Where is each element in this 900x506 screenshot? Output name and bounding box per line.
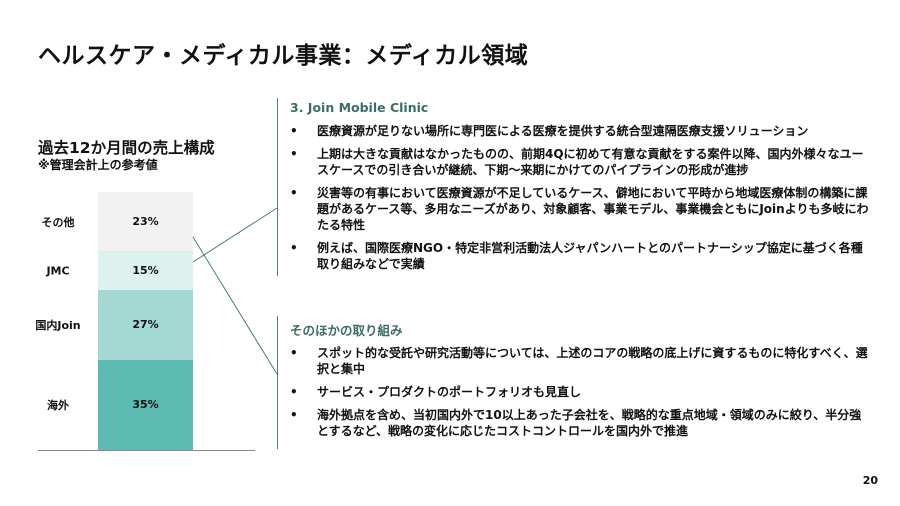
list-item: サービス・プロダクトのポートフォリオも見直し — [290, 384, 870, 400]
list-item: 例えば、国際医療NGO・特定非営利活動法人ジャパンハートとのパートナーシップ協定… — [290, 240, 870, 272]
chart-baseline — [38, 450, 255, 451]
data-label: 35% — [132, 398, 159, 412]
page-title: ヘルスケア・メディカル事業：メディカル領域 — [38, 43, 529, 69]
section1-list: 医療資源が足りない場所に専門医による医療を提供する統合型遠隔医療支援ソリューショ… — [290, 123, 870, 279]
data-label: 15% — [132, 264, 159, 278]
category-label: 海外 — [47, 398, 69, 412]
section1-border — [277, 98, 278, 276]
section2-border — [277, 316, 278, 449]
list-item: 上期は大きな貢献はなかったものの、前期4Qに初めて有意な貢献をする案件以降、国内… — [290, 146, 870, 178]
data-label: 23% — [132, 215, 159, 229]
list-item: 海外拠点を含め、当初国内外で10以上あった子会社を、戦略的な重点地域・領域のみに… — [290, 407, 870, 439]
section2-heading: そのほかの取り組み — [290, 323, 403, 338]
bar-segment: 27% — [98, 290, 193, 360]
category-label: その他 — [41, 215, 75, 229]
list-item: 医療資源が足りない場所に専門医による医療を提供する統合型遠隔医療支援ソリューショ… — [290, 123, 870, 139]
bar-segment: 15% — [98, 251, 193, 291]
bar-segment: 35% — [98, 359, 193, 450]
section1-heading: 3. Join Mobile Clinic — [290, 100, 429, 115]
category-label: JMC — [46, 264, 70, 278]
page-number: 20 — [862, 474, 878, 487]
connector-jmc — [192, 207, 278, 263]
category-label: 国内Join — [35, 318, 81, 332]
bar-segment: 23% — [98, 192, 193, 252]
connector-other — [192, 236, 278, 375]
data-label: 27% — [132, 318, 159, 332]
chart-subtitle: ※管理会計上の参考値 — [38, 158, 158, 172]
list-item: スポット的な受託や研究活動等については、上述のコアの戦略の底上げに資するものに特… — [290, 345, 870, 377]
list-item: 災害等の有事において医療資源が不足しているケース、僻地において平時から地域医療体… — [290, 185, 870, 233]
chart-title: 過去12か月間の売上構成 — [38, 139, 215, 157]
section2-list: スポット的な受託や研究活動等については、上述のコアの戦略の底上げに資するものに特… — [290, 345, 870, 446]
